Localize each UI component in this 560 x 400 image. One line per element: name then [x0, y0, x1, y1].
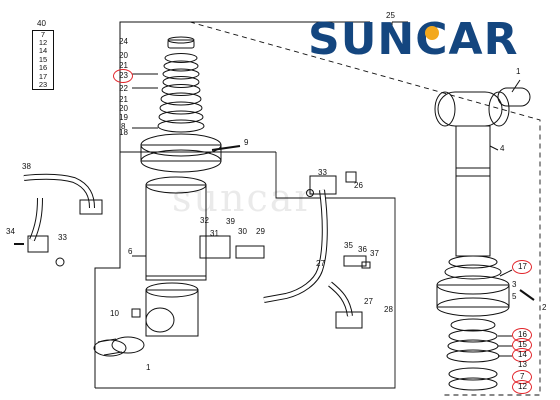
- pipe-flange-38: [79, 199, 103, 215]
- cylinder-tube: [145, 184, 207, 281]
- pipe-flange-26: [335, 311, 363, 329]
- callout-9: 9: [244, 138, 249, 147]
- callout-13: 13: [518, 360, 527, 369]
- callout-30: 30: [238, 227, 247, 236]
- callout-38: 38: [22, 162, 31, 171]
- cylinder-group-outline: [94, 21, 370, 388]
- o-ring-33: [55, 257, 65, 267]
- callout-36: 36: [358, 245, 367, 254]
- callout-10: 10: [110, 309, 119, 318]
- suncar-logo: SUNCAR: [308, 13, 519, 65]
- kit-item: 14: [38, 46, 48, 56]
- callout-33: 33: [58, 233, 67, 242]
- callout-6: 6: [128, 247, 133, 256]
- pipe-38: [23, 173, 95, 209]
- callout-33: 33: [318, 168, 327, 177]
- callout-25: 25: [386, 11, 395, 20]
- sun-icon: [425, 25, 440, 40]
- kit-item: 16: [38, 63, 48, 73]
- callout-1: 1: [146, 363, 151, 372]
- callout-26: 26: [354, 181, 363, 190]
- highlight-ring-17: [512, 260, 532, 274]
- callout-21: 21: [119, 95, 128, 104]
- highlight-ring-23: [113, 69, 133, 83]
- callout-28: 28: [384, 305, 393, 314]
- callout-4: 4: [500, 144, 505, 153]
- piping-group-outline: [95, 152, 396, 389]
- kit-item: 7: [40, 29, 46, 39]
- callout-39: 39: [226, 217, 235, 226]
- callout-20: 20: [119, 51, 128, 60]
- callout-34: 34: [6, 227, 15, 236]
- highlight-ring-14: [512, 348, 532, 362]
- callout-8: 8: [121, 122, 126, 131]
- callout-29: 29: [256, 227, 265, 236]
- rod-cap-24: [167, 39, 195, 49]
- kit-item: 17: [38, 71, 48, 81]
- callout-27: 27: [364, 297, 373, 306]
- kit-item: 12: [38, 37, 48, 47]
- callout-19: 19: [119, 113, 128, 122]
- callout-31: 31: [210, 229, 219, 238]
- watermark: suncar: [172, 176, 315, 220]
- callout-20: 20: [119, 104, 128, 113]
- callout-5: 5: [512, 292, 517, 301]
- callout-21: 21: [119, 61, 128, 70]
- highlight-ring-12: [512, 380, 532, 394]
- callout-32: 32: [200, 216, 209, 225]
- callout-37: 37: [370, 249, 379, 258]
- callout-18: 18: [119, 128, 128, 137]
- piston-rod: [455, 125, 491, 257]
- bushing-1-right: [497, 87, 531, 107]
- kit-item: 23: [38, 80, 48, 90]
- assembly-25-leader: [189, 21, 541, 396]
- kit-number: 40: [37, 19, 46, 28]
- callout-24: 24: [119, 37, 128, 46]
- cylinder-eye: [145, 289, 199, 337]
- callout-3: 3: [512, 280, 517, 289]
- callout-22: 22: [119, 84, 128, 93]
- callout-27: 27: [316, 259, 325, 268]
- seal-kit-list: 7 12 14 15 16 17 23: [32, 30, 54, 90]
- kit-item: 15: [38, 54, 48, 64]
- callout-2: 2: [542, 303, 547, 312]
- callout-1: 1: [516, 67, 521, 76]
- callout-35: 35: [344, 241, 353, 250]
